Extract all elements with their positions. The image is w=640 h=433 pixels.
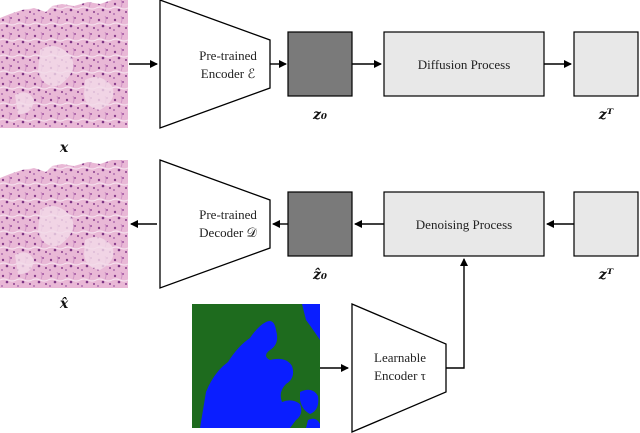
input-image-label: x: [59, 140, 69, 156]
latent-z0-label: z₀: [312, 107, 327, 123]
learnable-encoder-label-line1: Learnable: [374, 350, 426, 365]
encoder-label-line1: Pre-trained: [199, 48, 257, 63]
output-image-label: x̂: [59, 296, 69, 312]
learnable-encoder: [351, 303, 447, 433]
pretrained-encoder: [159, 0, 271, 129]
pretrained-decoder: [159, 159, 271, 289]
latent-zT-bottom: [573, 191, 639, 257]
diffusion-process-label: Diffusion Process: [418, 57, 511, 72]
input-image: [0, 0, 128, 128]
latent-z0-hat-label: ẑ₀: [312, 267, 327, 283]
decoder-label-line1: Pre-trained: [199, 207, 257, 222]
latent-zT-top-label: zᵀ: [598, 107, 615, 123]
diffusion-process: [383, 31, 545, 97]
latent-zT-bottom-label: zᵀ: [598, 267, 615, 283]
decoder-label-line2: Decoder 𝒟: [199, 225, 257, 240]
latent-zT-top: [573, 31, 639, 97]
output-image: [0, 160, 128, 288]
latent-z0: [287, 31, 353, 97]
denoising-process: [383, 191, 545, 257]
latent-z0-hat: [287, 191, 353, 257]
segmentation-mask: [192, 304, 320, 428]
arrow-learnable-encoder-to-denoising: [446, 258, 468, 369]
denoising-process-label: Denoising Process: [416, 217, 512, 232]
encoder-label-line2: Encoder ℰ: [201, 66, 256, 81]
learnable-encoder-label-line2: Encoder τ: [374, 368, 426, 383]
